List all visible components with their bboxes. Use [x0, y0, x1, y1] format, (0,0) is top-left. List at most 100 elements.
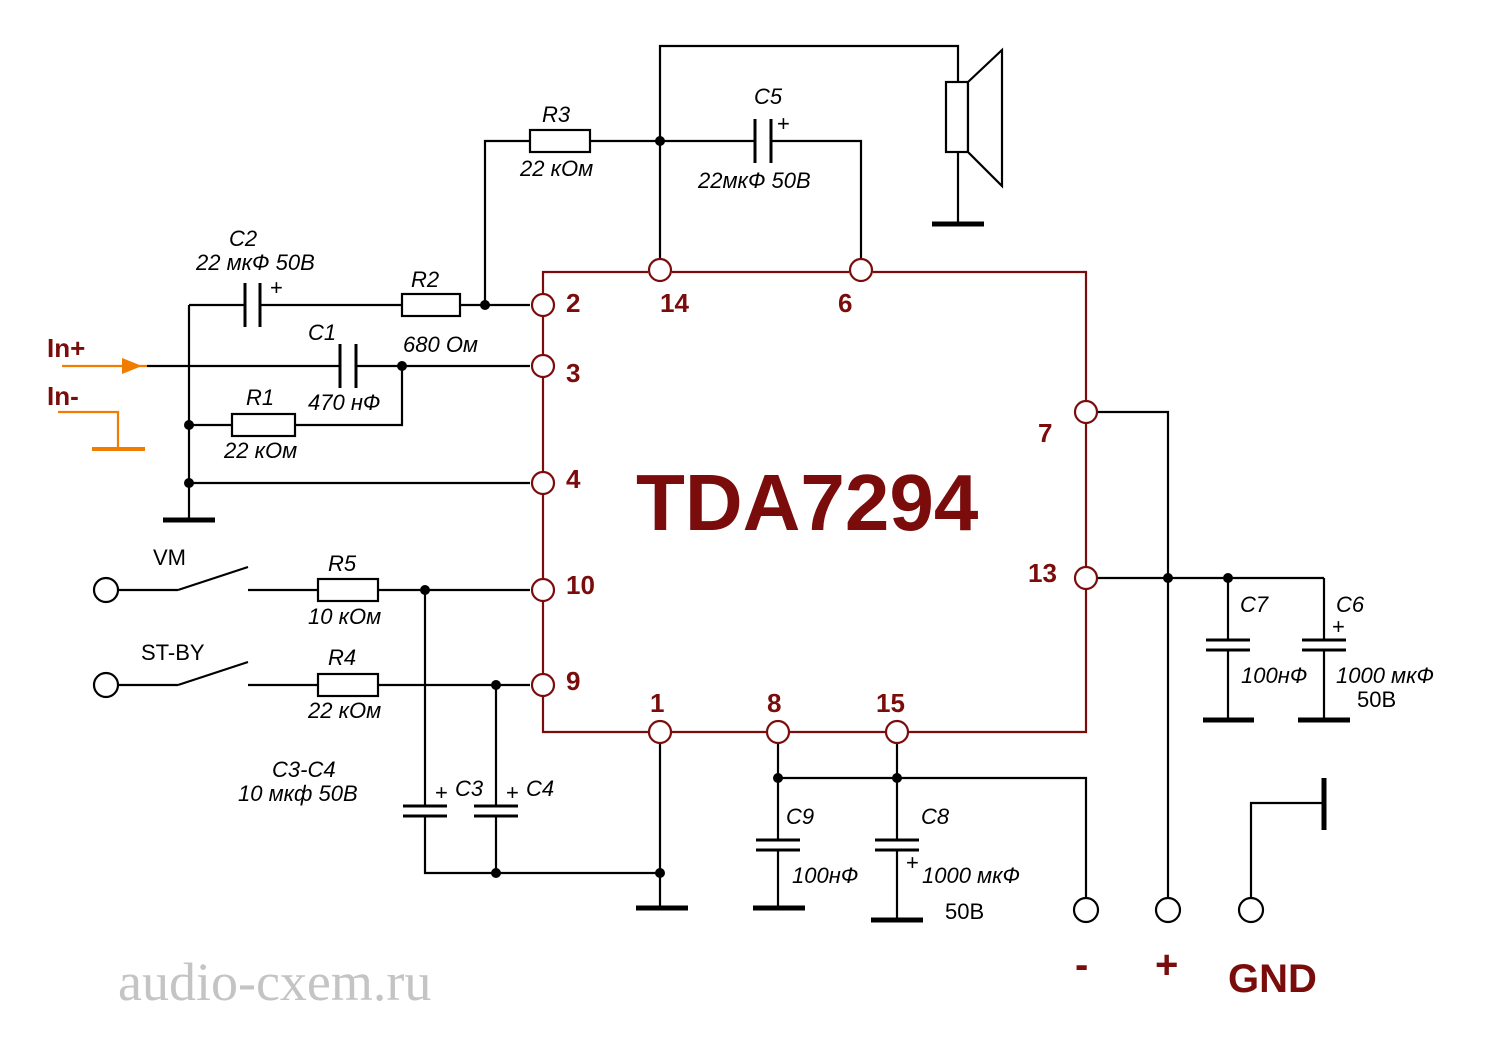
c8-voltage: 50В	[945, 899, 984, 924]
r5-name: R5	[328, 551, 357, 576]
watermark: audio-cxem.ru	[118, 952, 431, 1012]
pin-3-pad	[530, 353, 556, 379]
vm-switch-icon	[177, 565, 249, 592]
ic-pins	[530, 257, 1099, 745]
c4-plus-mark: +	[506, 780, 519, 805]
in-minus-line	[58, 410, 120, 449]
c6-value: 1000 мкФ	[1336, 663, 1434, 688]
r5-value: 10 кОм	[308, 604, 381, 629]
plus-terminal[interactable]	[1154, 896, 1182, 924]
junction-dot	[397, 361, 407, 371]
pin-1-label: 1	[650, 688, 664, 718]
junction-dot	[655, 136, 665, 146]
ic-body	[541, 270, 1088, 734]
r1-body	[230, 412, 297, 438]
gnd-label: GND	[1228, 957, 1317, 1001]
polarity-marks: + + + + + +	[270, 111, 1345, 875]
pin-10-pad	[530, 577, 556, 603]
r4-value: 22 кОм	[307, 698, 381, 723]
stby-switch-icon	[177, 660, 249, 687]
r1-value: 22 кОм	[223, 438, 297, 463]
c8-plus-mark: +	[906, 850, 919, 875]
c7-name: C7	[1240, 592, 1269, 617]
pin-9-label: 9	[566, 666, 580, 696]
c1-name: C1	[308, 320, 336, 345]
resistors	[230, 128, 592, 698]
c5-plus-mark: +	[777, 111, 790, 136]
junction-dot	[184, 420, 194, 430]
input-signal	[58, 358, 147, 451]
capacitors	[243, 119, 1346, 852]
pin-3-label: 3	[566, 358, 580, 388]
c8-name: C8	[921, 804, 950, 829]
c1-value: 470 нФ	[308, 390, 380, 415]
vm-terminal[interactable]	[92, 576, 120, 604]
c3c4-name: C3-C4	[272, 757, 336, 782]
junction-dot	[773, 773, 783, 783]
pin-14-pad	[647, 257, 673, 283]
stby-label: ST-BY	[141, 640, 205, 665]
junction-dot	[892, 773, 902, 783]
pin-15-label: 15	[876, 688, 905, 718]
c5-name: C5	[754, 84, 783, 109]
r2-name: R2	[411, 267, 439, 292]
pin-13-label: 13	[1028, 558, 1057, 588]
component-labels: R3 22 кОм C5 22мкФ 50В C2 22 мкФ 50В R2 …	[47, 84, 1434, 924]
in-plus-arrow-icon	[122, 358, 142, 374]
gnd-terminal[interactable]	[1237, 896, 1265, 924]
minus-label: -	[1075, 943, 1088, 987]
pin-7-label: 7	[1038, 418, 1052, 448]
pin-8-pad	[765, 719, 791, 745]
pin-2-pad	[530, 292, 556, 318]
junction-dot	[1223, 573, 1233, 583]
speaker-icon	[932, 47, 1004, 227]
vm-label: VM	[153, 545, 186, 570]
in-minus-label: In-	[47, 381, 79, 411]
c9-value: 100нФ	[792, 863, 858, 888]
minus-terminal[interactable]	[1072, 896, 1100, 924]
r3-value: 22 кОм	[519, 156, 593, 181]
junction-dot	[491, 680, 501, 690]
c6-name: C6	[1336, 592, 1365, 617]
r4-body	[316, 672, 380, 698]
r2-body	[400, 292, 462, 318]
chip-name: TDA7294	[636, 458, 979, 547]
c2-value: 22 мкФ 50В	[195, 250, 315, 275]
in-plus-label: In+	[47, 333, 85, 363]
junction-dot	[184, 478, 194, 488]
pin-4-pad	[530, 470, 556, 496]
r3-body	[528, 128, 592, 154]
pin-6-label: 6	[838, 288, 852, 318]
plus-label: +	[1155, 943, 1178, 987]
junctions	[184, 136, 1233, 878]
stby-terminal[interactable]	[92, 671, 120, 699]
pin-labels: 2 3 4 10 9 14 6 7 13 1 8 15	[566, 288, 1057, 718]
ground-symbols	[163, 517, 1350, 923]
r3-name: R3	[542, 102, 571, 127]
c3-plus-mark: +	[435, 780, 448, 805]
c6-plus-mark: +	[1332, 614, 1345, 639]
junction-dot	[420, 585, 430, 595]
c9-name: C9	[786, 804, 814, 829]
pin-2-label: 2	[566, 288, 580, 318]
pin-10-label: 10	[566, 570, 595, 600]
r4-name: R4	[328, 645, 356, 670]
c2-plus-mark: +	[270, 275, 283, 300]
pin-6-pad	[848, 257, 874, 283]
r1-name: R1	[246, 385, 274, 410]
pin-7-pad	[1073, 399, 1099, 425]
pin-15-pad	[884, 719, 910, 745]
pin-13-pad	[1073, 565, 1099, 591]
junction-dot	[1163, 573, 1173, 583]
c2-name: C2	[229, 226, 257, 251]
junction-dot	[655, 868, 665, 878]
power-terminals: - + GND	[1072, 896, 1317, 1001]
switches: VM ST-BY	[92, 545, 249, 699]
junction-dot	[491, 868, 501, 878]
r2-value: 680 Ом	[403, 332, 478, 357]
pin-1-pad	[647, 719, 673, 745]
junction-dot	[480, 300, 490, 310]
r5-body	[316, 577, 380, 603]
pin-8-label: 8	[767, 688, 781, 718]
